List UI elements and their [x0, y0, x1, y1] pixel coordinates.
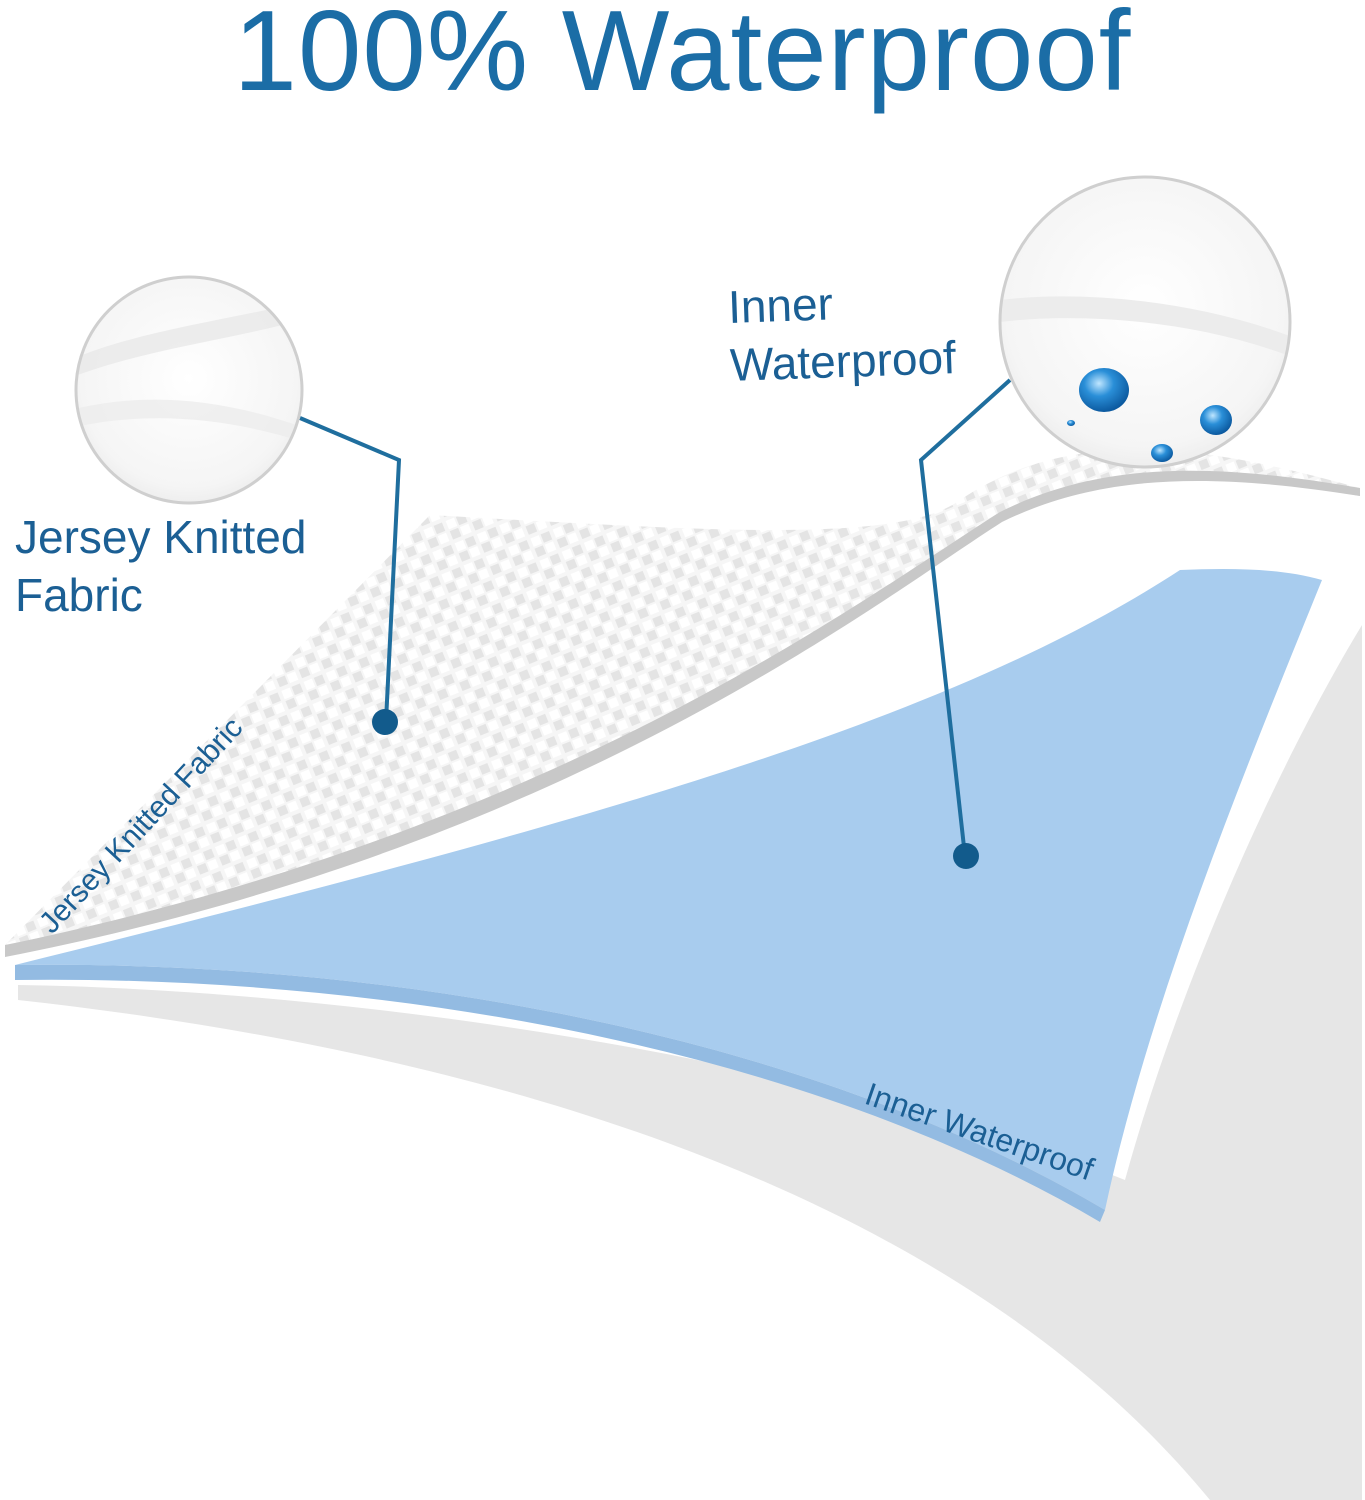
inner-marker-dot [953, 843, 979, 869]
inner-callout-line2: Waterproof [729, 331, 957, 391]
waterproof-layer [15, 569, 1322, 1210]
inner-leader-line [918, 378, 1012, 857]
bottom-layer [18, 625, 1362, 1500]
jersey-leader-line [299, 416, 402, 722]
page-title: 100% Waterproof [233, 0, 1132, 115]
jersey-callout-line1: Jersey Knitted [15, 511, 307, 563]
jersey-marker-dot [372, 709, 398, 735]
jersey-callout-line2: Fabric [15, 569, 143, 621]
inner-callout-line1: Inner [727, 277, 834, 333]
magnifier-fabric-icon [74, 275, 304, 505]
inner-callout: Inner Waterproof [727, 270, 957, 394]
magnifier-water-drops-icon [998, 175, 1292, 469]
jersey-callout: Jersey Knitted Fabric [15, 508, 306, 624]
fabric-layer [5, 449, 1360, 955]
